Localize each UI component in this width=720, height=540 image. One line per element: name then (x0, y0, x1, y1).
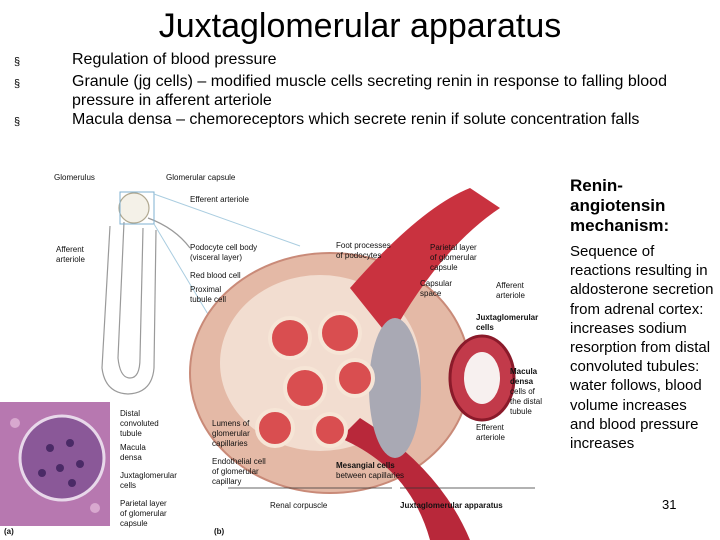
panel-a-letter: (a) (4, 527, 14, 536)
label-proximal-1: Proximal (190, 285, 221, 294)
label-micro-distal-2: convoluted (120, 419, 159, 428)
renin-angiotensin-text: Sequence of reactions resulting in aldos… (570, 243, 714, 453)
bullet-marker: § (14, 56, 21, 68)
label-afferent-right-1: Afferent (496, 281, 525, 290)
label-afferent-left-2: arteriole (56, 255, 85, 264)
label-glomerulus: Glomerulus (54, 173, 95, 182)
label-lumens-1: Lumens of (212, 419, 250, 428)
bullet-marker: § (14, 116, 21, 128)
label-podocyte-2: (visceral layer) (190, 253, 242, 262)
label-lumens-2: glomerular (212, 429, 250, 438)
panel-b-letter: (b) (214, 527, 225, 536)
bullet-text: Granule (jg cells) – modified muscle cel… (72, 73, 667, 109)
label-micro-distal-1: Distal (120, 409, 140, 418)
label-micro-macula-2: densa (120, 453, 142, 462)
label-glomerular-capsule: Glomerular capsule (166, 173, 236, 182)
label-micro-distal-3: tubule (120, 429, 142, 438)
label-macula-4: the distal (510, 397, 542, 406)
bullet-text: Regulation of blood pressure (72, 51, 277, 68)
label-efferent-right-1: Efferent (476, 423, 505, 432)
label-micro-parietal-3: capsule (120, 519, 148, 528)
label-macula-5: tubule (510, 407, 532, 416)
page-number: 31 (662, 497, 677, 512)
bullet-item: § Granule (jg cells) – modified muscle c… (12, 72, 712, 110)
label-renal-corpuscle: Renal corpuscle (270, 501, 328, 510)
zoom-box (119, 191, 155, 225)
renin-angiotensin-heading: Renin-angiotensin mechanism: (570, 176, 670, 235)
label-red-blood-cell: Red blood cell (190, 271, 241, 280)
label-endothelial-2: of glomerular (212, 467, 259, 476)
bullet-text: Macula densa – chemoreceptors which secr… (72, 111, 640, 128)
label-efferent-arteriole-top: Efferent arteriole (190, 195, 250, 204)
nephron-drawing (101, 192, 191, 395)
juxtaglomerular-figure: Glomerulus Glomerular capsule Efferent a… (0, 173, 542, 540)
label-macula-3: cells of (510, 387, 536, 396)
label-micro-parietal-1: Parietal layer (120, 499, 167, 508)
label-foot-processes-1: Foot processes (336, 241, 391, 250)
label-micro-parietal-2: of glomerular (120, 509, 167, 518)
label-afferent-left-1: Afferent (56, 245, 85, 254)
bullet-item: § Regulation of blood pressure (12, 50, 712, 72)
label-micro-macula-1: Macula (120, 443, 146, 452)
bullet-marker: § (14, 78, 21, 90)
label-lumens-3: capillaries (212, 439, 248, 448)
slide-title: Juxtaglomerular apparatus (158, 7, 562, 45)
label-parietal-2: of glomerular (430, 253, 477, 262)
label-parietal-3: capsule (430, 263, 458, 272)
label-capsular-1: Capsular (420, 279, 452, 288)
label-macula-1: Macula (510, 367, 538, 376)
label-micro-jg-1: Juxtaglomerular (120, 471, 177, 480)
label-jg-apparatus: Juxtaglomerular apparatus (400, 501, 503, 510)
bullet-item: § Macula densa – chemoreceptors which se… (12, 110, 712, 132)
label-foot-processes-2: of podocytes (336, 251, 381, 260)
label-endothelial-1: Endothelial cell (212, 457, 266, 466)
glomerulus-diagram (189, 188, 516, 540)
label-parietal-1: Parietal layer (430, 243, 477, 252)
label-proximal-2: tubule cell (190, 295, 226, 304)
label-mesangial-1: Mesangial cells (336, 461, 395, 470)
bullet-list: § Regulation of blood pressure § Granule… (12, 50, 712, 132)
label-efferent-right-2: arteriole (476, 433, 505, 442)
label-jg-cells-2: cells (476, 323, 494, 332)
label-mesangial-2: between capillaries (336, 471, 404, 480)
renin-angiotensin-panel: Renin-angiotensin mechanism: Sequence of… (570, 176, 715, 453)
label-endothelial-3: capillary (212, 477, 241, 486)
label-micro-jg-2: cells (120, 481, 136, 490)
label-macula-2: densa (510, 377, 534, 386)
label-capsular-2: space (420, 289, 442, 298)
micrograph-image (0, 402, 110, 526)
label-podocyte-1: Podocyte cell body (190, 243, 257, 252)
label-jg-cells-1: Juxtaglomerular (476, 313, 538, 322)
figure-labels: Glomerulus Glomerular capsule Efferent a… (4, 173, 542, 536)
label-afferent-right-2: arteriole (496, 291, 525, 300)
